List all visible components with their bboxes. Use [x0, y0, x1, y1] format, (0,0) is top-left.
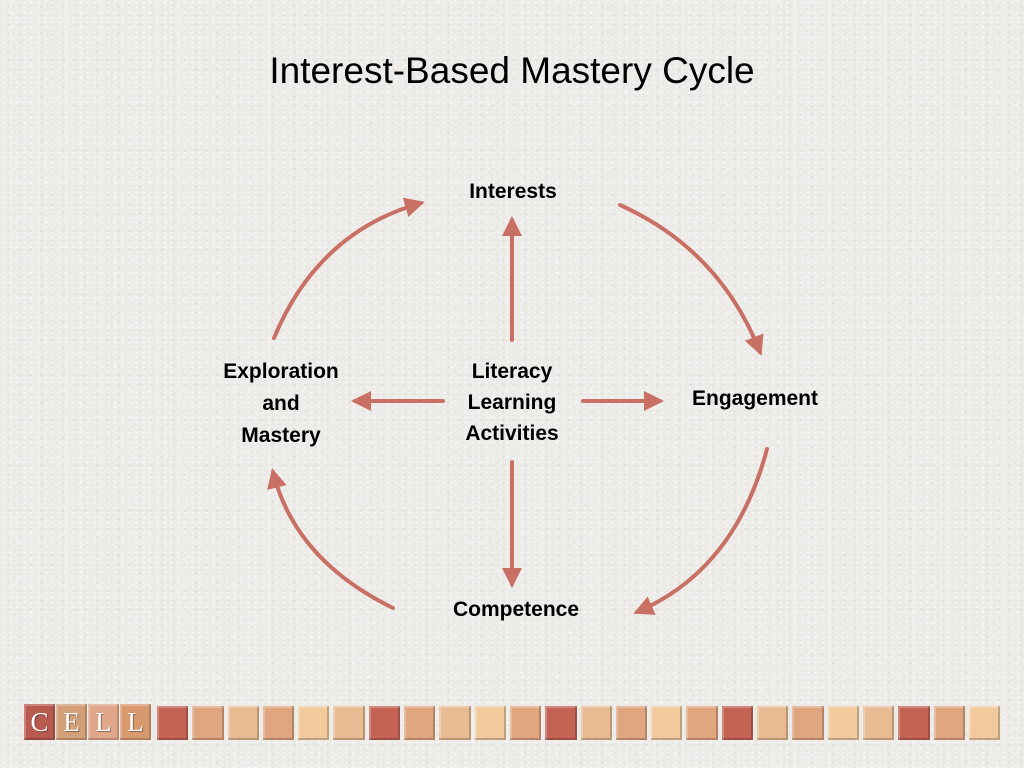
decorative-tile	[792, 706, 824, 740]
footer-banner: C E L L	[24, 704, 1001, 742]
arrow-competence-to-exploration	[267, 468, 395, 610]
node-center-line-2: Learning	[467, 391, 557, 414]
node-exploration-line-3: Mastery	[241, 424, 321, 447]
node-engagement: Engagement	[665, 383, 845, 415]
decorative-tile	[157, 706, 189, 740]
decorative-tile	[721, 706, 754, 740]
decorative-tile	[439, 706, 471, 740]
node-engagement-label: Engagement	[691, 387, 819, 410]
page-title: Interest-Based Mastery Cycle	[269, 50, 755, 91]
decorative-tile	[757, 706, 789, 740]
arrow-engagement-to-competence	[633, 447, 769, 615]
decorative-tile	[580, 706, 612, 740]
decorative-tile-strip	[157, 704, 1001, 742]
decorative-tile	[827, 706, 859, 740]
decorative-tile	[192, 706, 224, 740]
decorative-tile	[933, 706, 965, 740]
node-competence-label: Competence	[452, 598, 580, 621]
node-competence: Competence	[426, 594, 606, 626]
decorative-tile	[404, 706, 436, 740]
arrow-interests-to-engagement	[618, 203, 764, 356]
decorative-tile	[686, 706, 718, 740]
decorative-tile	[368, 706, 401, 740]
decorative-tile	[333, 706, 365, 740]
node-exploration-mastery: Exploration and Mastery	[196, 356, 366, 452]
node-center-activities: Literacy Learning Activities	[432, 356, 592, 449]
logo-letter-l1: L	[88, 704, 119, 740]
decorative-tile	[615, 706, 648, 740]
node-interests: Interests	[436, 176, 590, 208]
node-interests-label: Interests	[469, 180, 557, 203]
node-exploration-line-1: Exploration	[223, 360, 339, 383]
decorative-tile	[474, 706, 506, 740]
decorative-tile	[651, 706, 683, 740]
arrow-exploration-to-interests	[272, 197, 425, 340]
decorative-tile	[509, 706, 542, 740]
node-exploration-line-2: and	[262, 392, 300, 415]
decorative-tile	[862, 706, 895, 740]
decorative-tile	[227, 706, 259, 740]
cell-logo: C E L L	[24, 704, 151, 742]
decorative-tile	[545, 706, 577, 740]
logo-letter-l2: L	[120, 704, 151, 740]
node-center-line-1: Literacy	[471, 360, 553, 383]
logo-letter-c: C	[24, 704, 55, 740]
decorative-tile	[298, 706, 330, 740]
decorative-tile	[968, 706, 1001, 740]
logo-letter-e: E	[56, 704, 87, 740]
node-center-line-3: Activities	[465, 422, 559, 445]
decorative-tile	[262, 706, 295, 740]
decorative-tile	[898, 706, 930, 740]
